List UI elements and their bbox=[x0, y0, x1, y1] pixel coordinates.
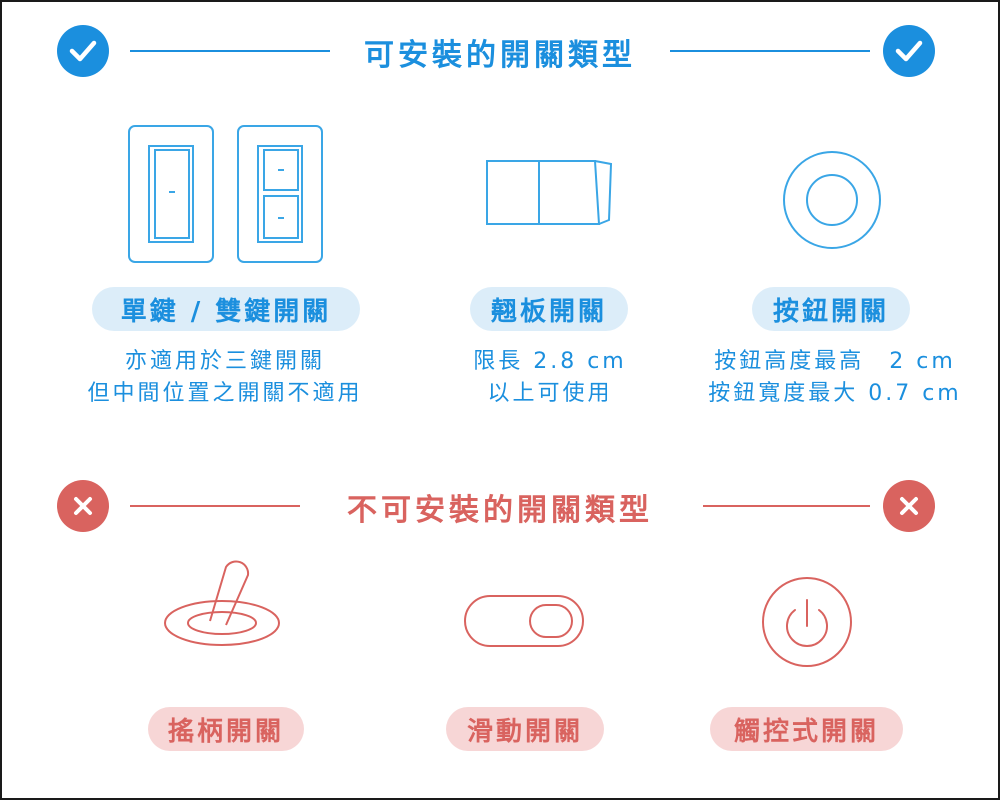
desc-push-button: 按鈕高度最高 2 cm 按鈕寬度最大 0.7 cm bbox=[690, 346, 980, 410]
not-installable-section-title: 不可安裝的開關類型 bbox=[347, 493, 653, 528]
desc-line: 亦適用於三鍵開關 bbox=[124, 349, 325, 374]
header-rule-left bbox=[130, 50, 330, 52]
header-rule-right bbox=[703, 505, 870, 507]
label-slide-switch: 滑動開關 bbox=[446, 707, 604, 751]
label-touch-switch: 觸控式開關 bbox=[710, 707, 903, 751]
desc-line: 按鈕高度最高 2 cm bbox=[714, 349, 956, 374]
push-button-icon bbox=[783, 151, 881, 249]
rocker-switch-plates-icon bbox=[128, 125, 323, 263]
header-rule-left bbox=[130, 505, 300, 507]
cross-icon-left bbox=[57, 480, 109, 532]
label-toggle-lever-switch: 搖柄開關 bbox=[148, 707, 304, 751]
label-rocker-switch: 單鍵 / 雙鍵開關 bbox=[92, 287, 360, 331]
touch-power-switch-icon bbox=[762, 577, 852, 667]
cross-icon-right bbox=[883, 480, 935, 532]
desc-seesaw-switch: 限長 2.8 cm 以上可使用 bbox=[430, 346, 670, 410]
installable-section-title: 可安裝的開關類型 bbox=[364, 38, 636, 73]
desc-line: 以上可使用 bbox=[487, 381, 613, 406]
check-icon-left bbox=[57, 25, 109, 77]
label-push-button: 按鈕開關 bbox=[752, 287, 910, 331]
check-icon-right bbox=[883, 25, 935, 77]
desc-rocker-switch: 亦適用於三鍵開關 但中間位置之開關不適用 bbox=[50, 346, 400, 410]
label-seesaw-switch: 翹板開關 bbox=[470, 287, 628, 331]
slide-switch-icon bbox=[464, 595, 584, 647]
desc-line: 限長 2.8 cm bbox=[473, 349, 627, 374]
seesaw-switch-icon bbox=[486, 160, 613, 225]
desc-line: 但中間位置之開關不適用 bbox=[87, 381, 363, 406]
header-rule-right bbox=[670, 50, 870, 52]
toggle-lever-switch-icon bbox=[164, 560, 280, 646]
desc-line: 按鈕寬度最大 0.7 cm bbox=[708, 381, 962, 406]
